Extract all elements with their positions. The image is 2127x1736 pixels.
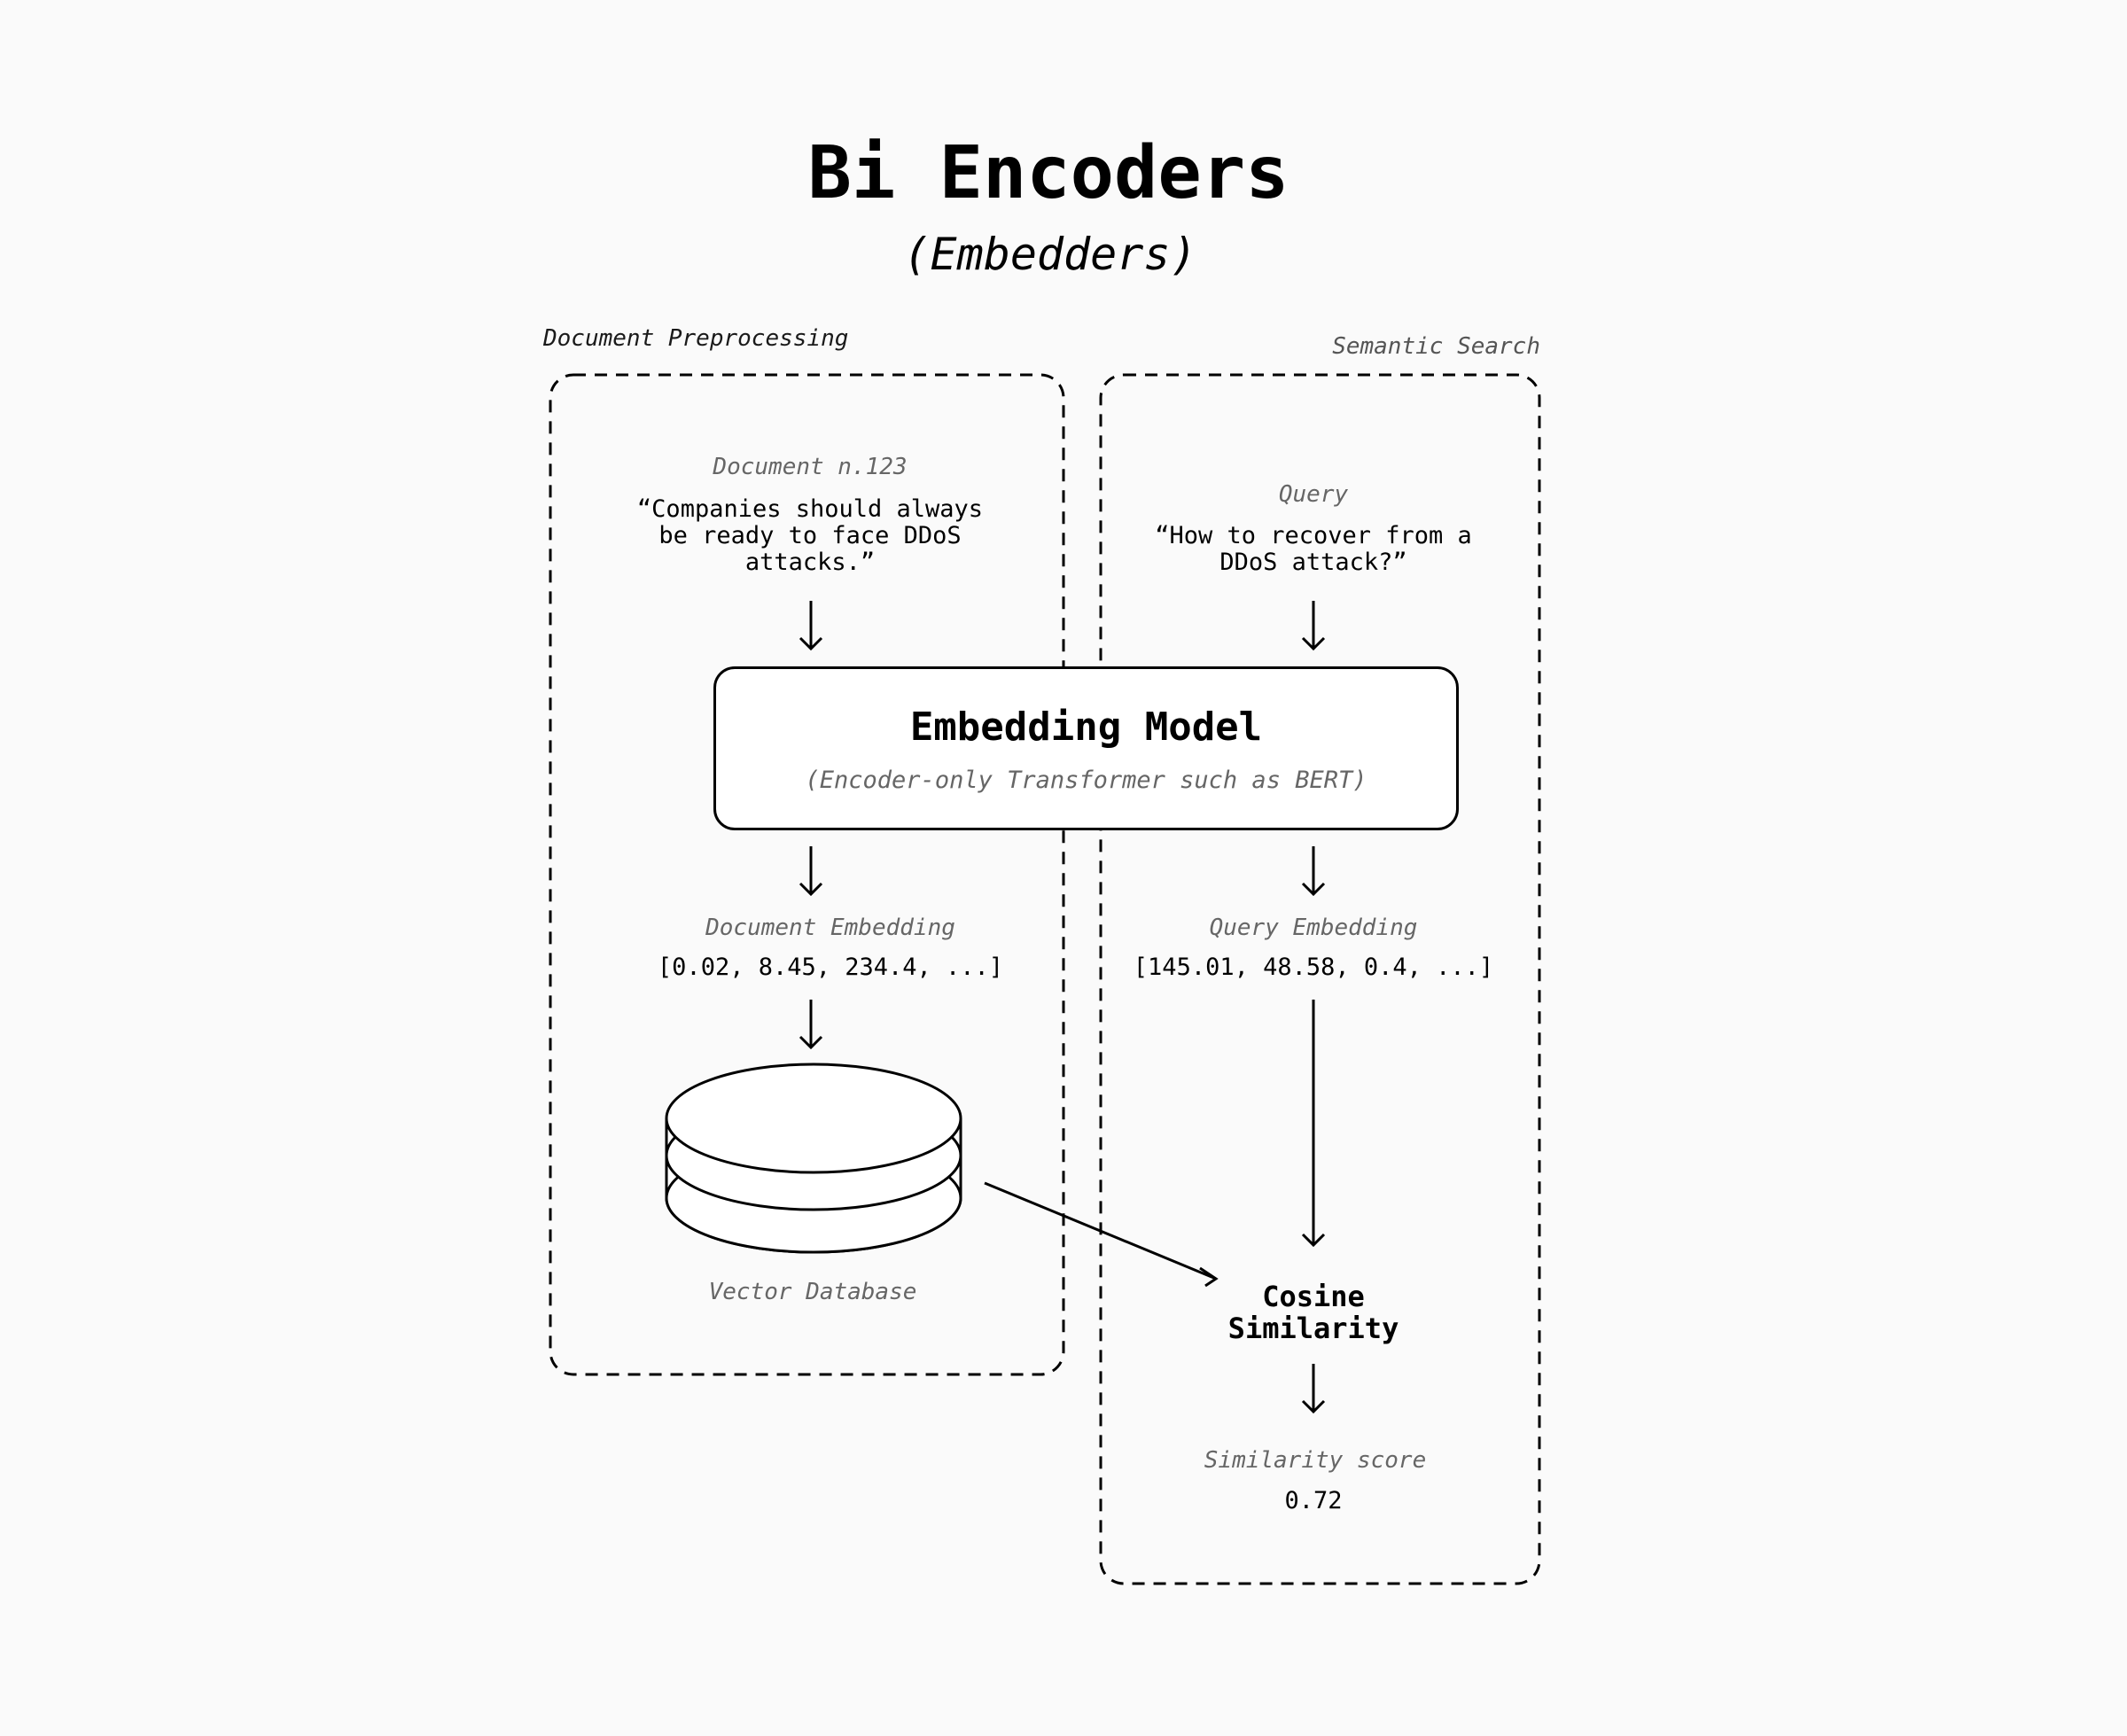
similarity-score-value: 0.72: [1284, 1487, 1343, 1514]
database-cylinder-icon: [665, 1063, 962, 1254]
section-label-semantic-search: Semantic Search: [1332, 333, 1540, 360]
query-caption: Query: [1278, 481, 1349, 508]
similarity-score-caption: Similarity score: [1204, 1447, 1427, 1474]
diagram-subtitle: (Embedders): [903, 229, 1197, 280]
document-embedding-caption: Document Embedding: [705, 915, 955, 941]
arrow-down-icon: [1301, 846, 1326, 897]
query-text: “How to recover from a DDoS attack?”: [1155, 522, 1472, 576]
arrow-down-icon: [799, 601, 823, 651]
diagram-title: Bi Encoders: [807, 131, 1289, 215]
section-label-document-preprocessing: Document Preprocessing: [543, 325, 849, 352]
arrow-down-icon: [1301, 601, 1326, 651]
embedding-model-subtitle: (Encoder-only Transformer such as BERT): [805, 767, 1367, 794]
vector-database-caption: Vector Database: [708, 1279, 917, 1305]
cosine-similarity-label: Cosine Similarity: [1227, 1280, 1399, 1345]
document-caption: Document n.123: [713, 454, 908, 480]
document-text: “Companies should always be ready to fac…: [636, 495, 984, 576]
embedding-model-box: Embedding Model (Encoder-only Transforme…: [713, 666, 1459, 830]
semantic-search-container: [1099, 373, 1541, 1585]
query-embedding-value: [145.01, 48.58, 0.4, ...]: [1133, 954, 1494, 981]
query-embedding-caption: Query Embedding: [1209, 915, 1418, 941]
arrow-down-icon: [799, 1000, 823, 1050]
arrow-down-icon: [1301, 1364, 1326, 1414]
arrow-diagonal-icon: [984, 1181, 1219, 1288]
arrow-down-icon: [1301, 1000, 1326, 1248]
document-embedding-value: [0.02, 8.45, 234.4, ...]: [657, 954, 1004, 981]
arrow-down-icon: [799, 846, 823, 897]
document-preprocessing-container: [549, 373, 1065, 1376]
embedding-model-title: Embedding Model: [909, 705, 1263, 750]
